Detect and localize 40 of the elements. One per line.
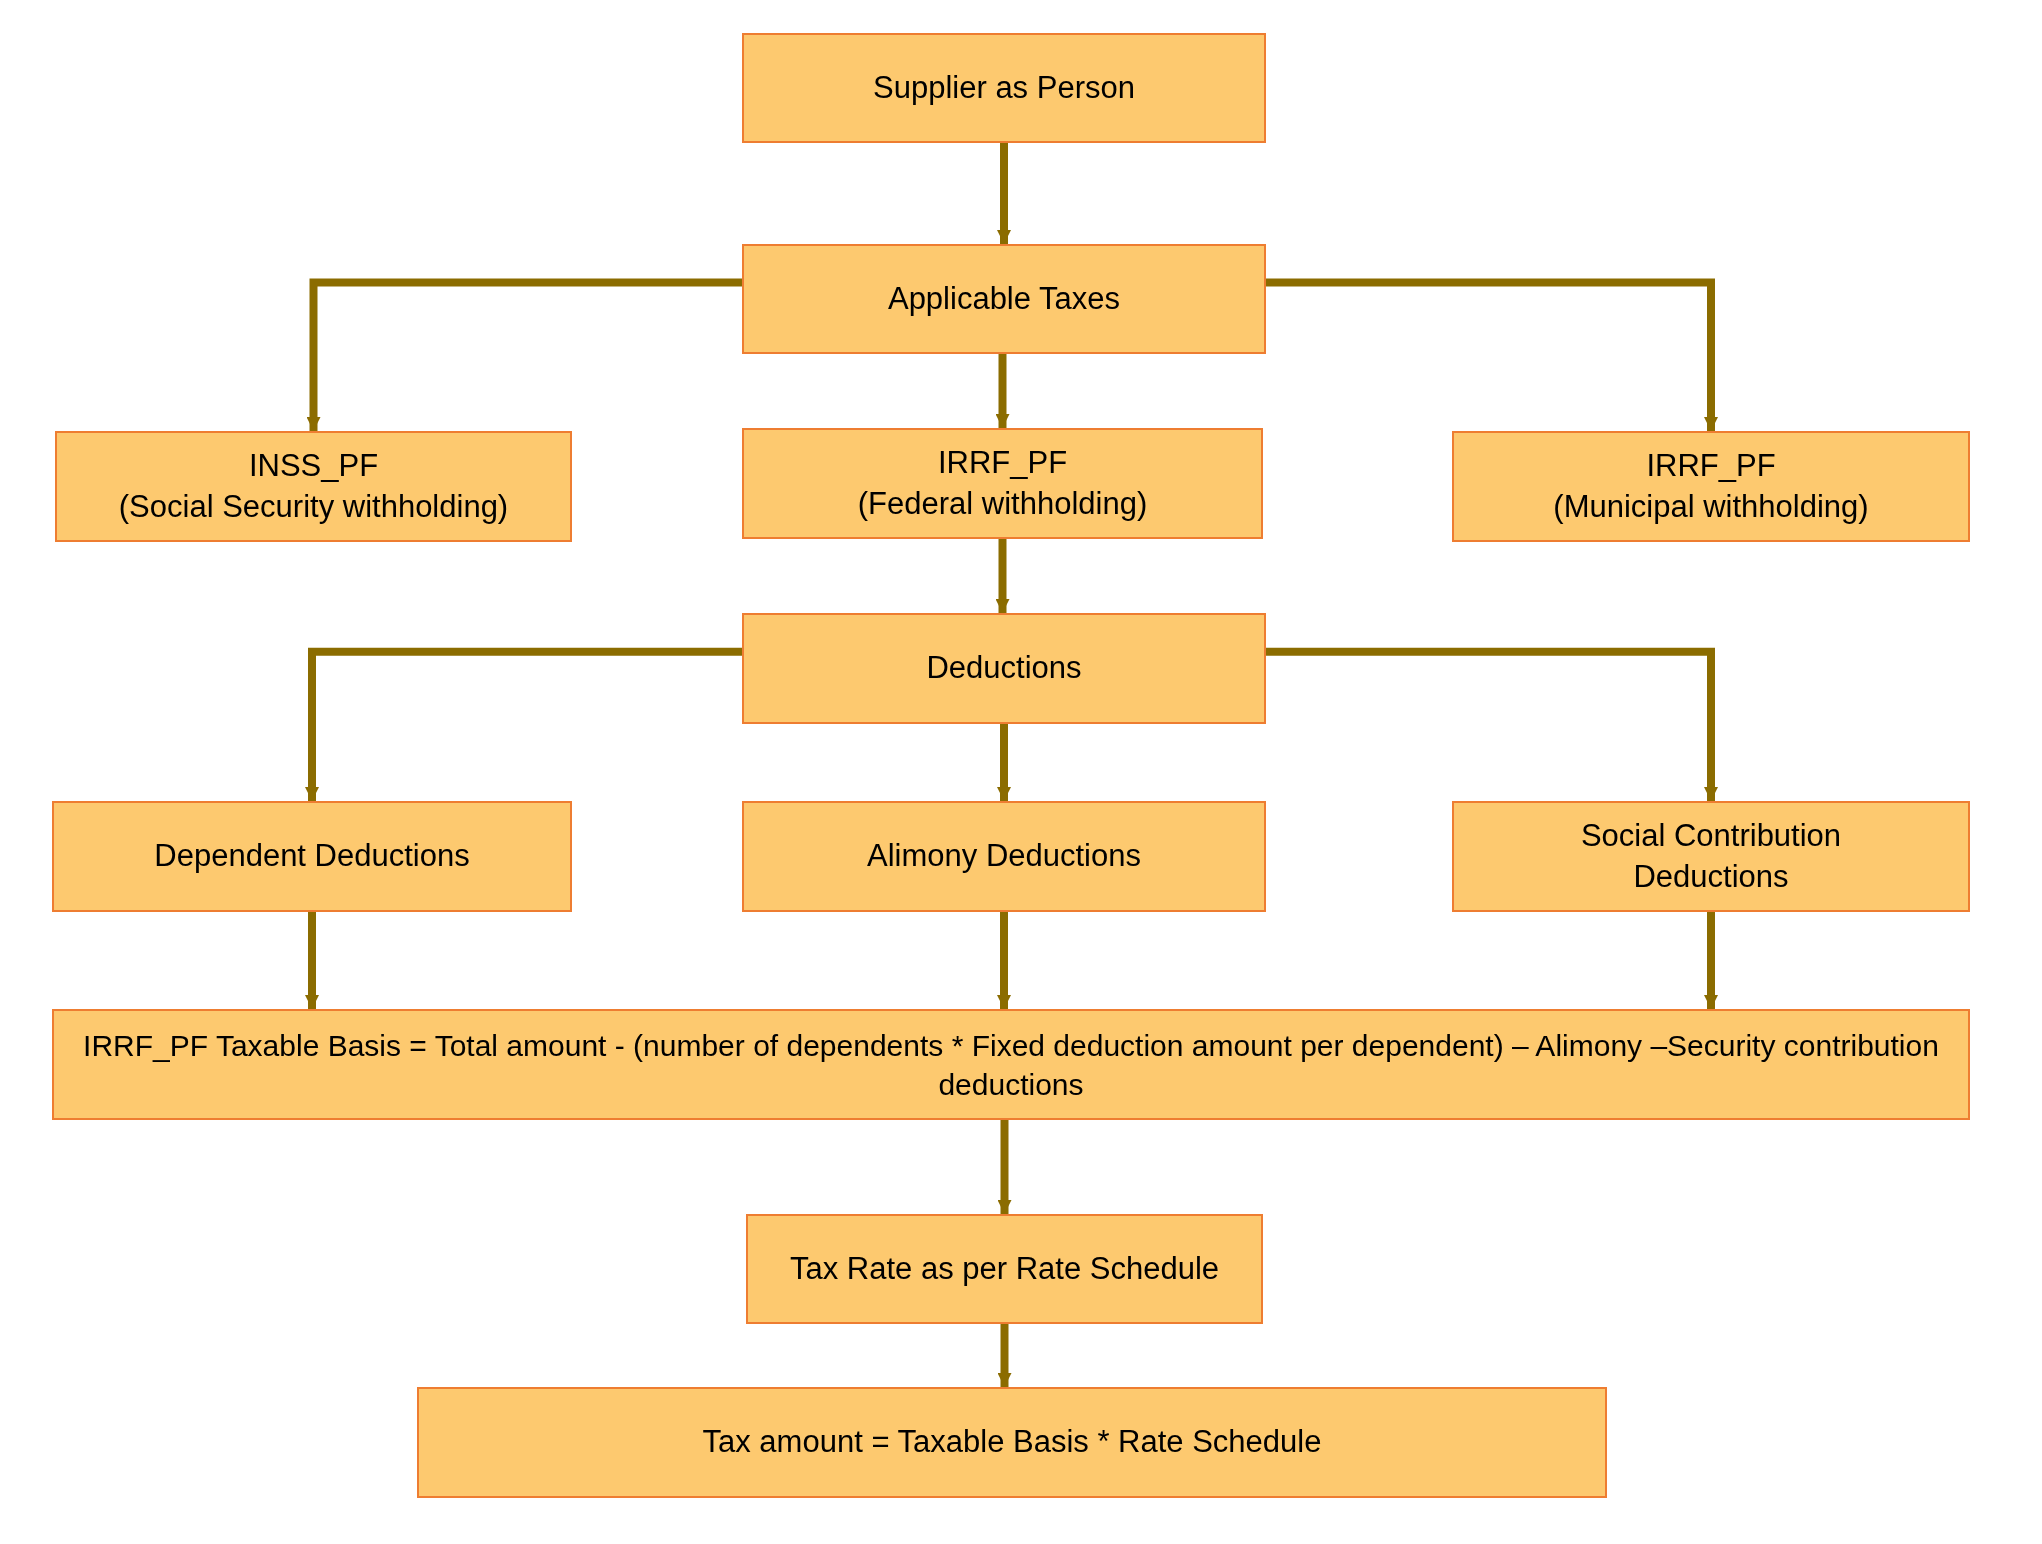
process-box — [742, 428, 1263, 539]
arrow — [1266, 647, 1718, 801]
process-box — [742, 613, 1266, 724]
node-text: (Municipal withholding) — [1553, 487, 1869, 526]
process-box — [1452, 431, 1970, 542]
arrow — [995, 539, 1010, 613]
process-box — [742, 33, 1266, 143]
process-box — [55, 431, 572, 542]
node-text: Dependent Deductions — [154, 837, 470, 876]
node-text: Tax amount = Taxable Basis * Rate Schedule — [702, 1423, 1322, 1462]
arrow — [305, 912, 319, 1009]
arrow — [997, 1324, 1012, 1387]
node-text: Alimony Deductions — [867, 837, 1141, 876]
arrow — [1266, 278, 1718, 431]
arrow — [997, 143, 1011, 244]
node-text: (Federal withholding) — [857, 484, 1148, 523]
node-text: (Social Security withholding) — [118, 487, 509, 526]
arrow — [305, 647, 742, 801]
process-box — [52, 1009, 1970, 1120]
process-box — [52, 801, 572, 912]
node-text: INSS_PF — [248, 447, 379, 486]
node-text: Tax Rate as per Rate Schedule — [789, 1249, 1220, 1288]
node-text: Applicable Taxes — [887, 279, 1121, 318]
process-box — [746, 1214, 1263, 1324]
node-text: Deductions — [926, 649, 1082, 688]
node-text: Supplier as Person — [873, 68, 1135, 107]
arrow — [997, 724, 1011, 801]
process-box — [742, 801, 1266, 912]
process-box — [417, 1387, 1607, 1498]
process-box — [1452, 801, 1970, 912]
node-text: IRRF_PF — [937, 444, 1068, 483]
arrow — [306, 278, 742, 431]
process-box — [742, 244, 1266, 354]
node-text: IRRF_PF — [1646, 447, 1776, 486]
arrow — [997, 1120, 1012, 1214]
arrow — [997, 912, 1011, 1009]
node-text: Social Contribution Deductions — [1579, 817, 1843, 896]
arrow — [1704, 912, 1718, 1009]
arrow — [995, 354, 1010, 428]
node-text: IRRF_PF Taxable Basis = Total amount - (number of dependents * Fixed deduction amount per dependent) – Alimony –Security contribution deductions — [82, 1027, 1940, 1103]
